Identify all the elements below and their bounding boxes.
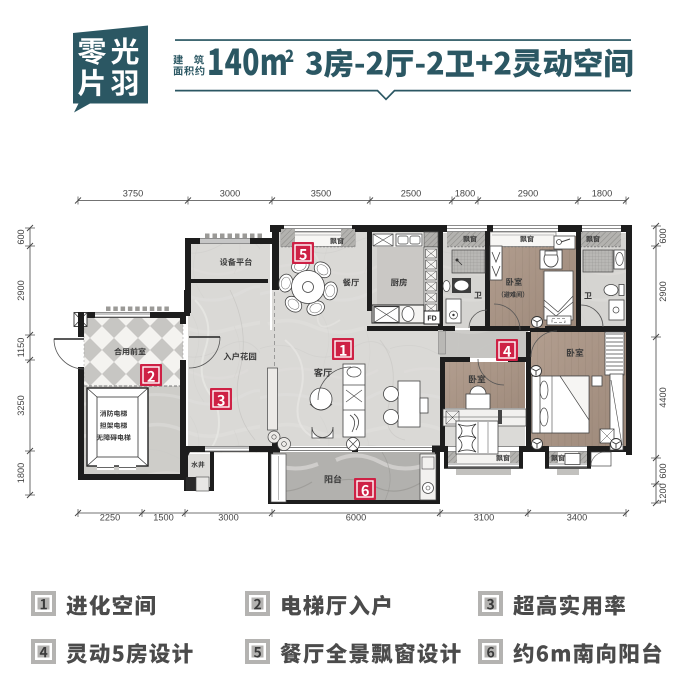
svg-text:3400: 3400 [567, 513, 587, 523]
svg-text:2250: 2250 [100, 513, 120, 523]
svg-text:4400: 4400 [658, 387, 668, 407]
svg-text:3000: 3000 [220, 189, 240, 199]
svg-text:6000: 6000 [346, 513, 366, 523]
svg-text:3100: 3100 [474, 513, 494, 523]
svg-text:1800: 1800 [455, 189, 475, 199]
svg-text:600: 600 [658, 463, 668, 478]
svg-text:FD: FD [427, 316, 436, 323]
svg-text:3000: 3000 [218, 513, 238, 523]
svg-text:1500: 1500 [153, 513, 173, 523]
svg-text:2900: 2900 [16, 280, 26, 300]
svg-text:2900: 2900 [518, 189, 538, 199]
svg-text:2900: 2900 [658, 281, 668, 301]
svg-text:1800: 1800 [592, 189, 612, 199]
svg-text:1150: 1150 [16, 338, 26, 358]
svg-text:600: 600 [16, 229, 26, 244]
svg-text:2500: 2500 [401, 189, 421, 199]
svg-text:3250: 3250 [16, 395, 26, 415]
svg-text:3750: 3750 [123, 189, 143, 199]
svg-text:3500: 3500 [311, 189, 331, 199]
svg-text:1200: 1200 [658, 483, 668, 503]
svg-text:600: 600 [658, 228, 668, 243]
svg-text:1800: 1800 [16, 463, 26, 483]
